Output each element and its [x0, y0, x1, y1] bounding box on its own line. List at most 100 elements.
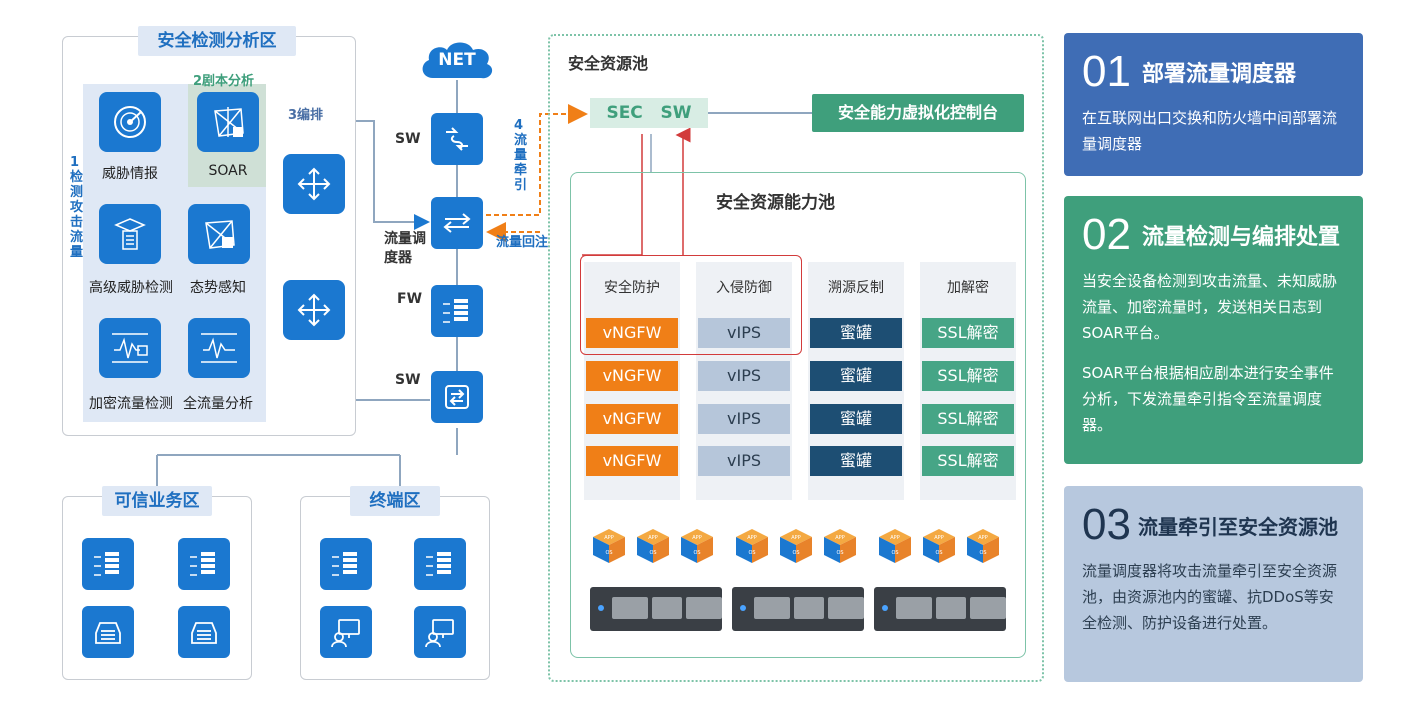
- analysis-zone-title: 安全检测分析区: [138, 26, 296, 56]
- ssl-decrypt-cell[interactable]: SSL解密: [922, 404, 1014, 434]
- step-number: 03: [1082, 500, 1131, 549]
- svg-text:APP: APP: [604, 535, 613, 541]
- physical-server: [590, 587, 722, 631]
- terminal-workstation-icon-2[interactable]: [414, 606, 466, 658]
- vips-cell[interactable]: vIPS: [698, 446, 790, 476]
- svg-text:APP: APP: [934, 535, 943, 541]
- situational-awareness-label: 态势感知: [190, 280, 246, 296]
- sec-sw-label: SEC SW: [606, 103, 692, 123]
- capability-pool-title: 安全资源能力池: [716, 193, 835, 213]
- soar-icon[interactable]: [197, 92, 259, 152]
- svg-text:APP: APP: [648, 535, 657, 541]
- ssl-decrypt-cell[interactable]: SSL解密: [922, 446, 1014, 476]
- vips-cell[interactable]: vIPS: [698, 361, 790, 391]
- svg-text:OS: OS: [693, 550, 700, 556]
- col-head-protection: 安全防护: [604, 280, 660, 296]
- highlight-box: [580, 255, 802, 355]
- honeypot-cell[interactable]: 蜜罐: [810, 361, 902, 391]
- router-icon-bottom[interactable]: [283, 280, 345, 340]
- encrypted-detection-icon[interactable]: [99, 318, 161, 378]
- trusted-zone-title: 可信业务区: [102, 486, 212, 516]
- scheduler-label: 流量调度器: [384, 231, 426, 266]
- situational-awareness-icon[interactable]: [188, 204, 250, 264]
- router-icon-top[interactable]: [283, 154, 345, 214]
- firewall-icon[interactable]: [431, 285, 483, 337]
- resource-pool-zone: [548, 34, 1044, 682]
- encrypted-detection-label: 加密流量检测: [89, 396, 173, 412]
- switch-top-icon[interactable]: [431, 113, 483, 165]
- terminal-workstation-icon-1[interactable]: [320, 606, 372, 658]
- step3-label: 3编排: [288, 108, 324, 123]
- advanced-detection-icon[interactable]: [99, 204, 161, 264]
- threat-intel-label: 威胁情报: [102, 166, 158, 182]
- honeypot-cell[interactable]: 蜜罐: [810, 446, 902, 476]
- svg-text:APP: APP: [791, 535, 800, 541]
- honeypot-cell[interactable]: 蜜罐: [810, 318, 902, 348]
- step-panel-03: 03 流量牵引至安全资源池 流量调度器将攻击流量牵引至安全资源池，由资源池内的蜜…: [1064, 486, 1363, 682]
- svg-text:OS: OS: [979, 550, 986, 556]
- step-description: 当安全设备检测到攻击流量、未知威胁流量、加密流量时，发送相关日志到SOAR平台。: [1082, 272, 1338, 342]
- net-cloud-icon[interactable]: NET: [417, 38, 497, 82]
- vm-cube-icon: APP OS: [733, 527, 771, 565]
- terminal-zone-title: 终端区: [350, 486, 440, 516]
- step-panel-02: 02 流量检测与编排处置 当安全设备检测到攻击流量、未知威胁流量、加密流量时，发…: [1064, 196, 1363, 464]
- step-title: 流量检测与编排处置: [1142, 225, 1341, 250]
- resource-pool-title: 安全资源池: [568, 54, 649, 73]
- svg-text:APP: APP: [835, 535, 844, 541]
- terminal-firewall-icon-1[interactable]: [320, 538, 372, 590]
- svg-text:APP: APP: [747, 535, 756, 541]
- terminal-firewall-icon-2[interactable]: [414, 538, 466, 590]
- svg-text:OS: OS: [935, 550, 942, 556]
- playbook-label: 2剧本分析: [193, 74, 255, 89]
- trusted-firewall-icon-1[interactable]: [82, 538, 134, 590]
- svg-text:OS: OS: [649, 550, 656, 556]
- trusted-firewall-icon-2[interactable]: [178, 538, 230, 590]
- fw-label: FW: [397, 291, 423, 307]
- sw-top-label: SW: [395, 131, 421, 147]
- step-title: 流量牵引至安全资源池: [1138, 514, 1339, 539]
- step1-label: 1检测攻击流量: [70, 155, 84, 260]
- vngfw-cell[interactable]: vNGFW: [586, 361, 678, 391]
- col-head-trace: 溯源反制: [828, 280, 884, 296]
- step-number: 02: [1082, 210, 1131, 259]
- switch-bottom-icon[interactable]: [431, 371, 483, 423]
- step-title: 部署流量调度器: [1142, 62, 1297, 87]
- step-description-2: SOAR平台根据相应剧本进行安全事件分析，下发流量牵引指令至流量调度器。: [1082, 364, 1334, 434]
- vngfw-cell[interactable]: vNGFW: [586, 318, 678, 348]
- trusted-server-icon-1[interactable]: [82, 606, 134, 658]
- full-traffic-analysis-label: 全流量分析: [183, 396, 253, 412]
- physical-server: [732, 587, 864, 631]
- svg-text:OS: OS: [748, 550, 755, 556]
- soar-label: SOAR: [208, 163, 248, 179]
- svg-text:OS: OS: [836, 550, 843, 556]
- ssl-decrypt-cell[interactable]: SSL解密: [922, 318, 1014, 348]
- svg-text:APP: APP: [978, 535, 987, 541]
- return-label: 流量回注: [496, 235, 549, 250]
- vips-cell[interactable]: vIPS: [698, 404, 790, 434]
- vm-cube-icon: APP OS: [634, 527, 672, 565]
- capability-pool-zone: [570, 172, 1026, 658]
- threat-intel-icon[interactable]: [99, 92, 161, 152]
- physical-server: [874, 587, 1006, 631]
- vm-cube-icon: APP OS: [964, 527, 1002, 565]
- sw-bottom-label: SW: [395, 372, 421, 388]
- vips-cell[interactable]: vIPS: [698, 318, 790, 348]
- svg-text:APP: APP: [890, 535, 899, 541]
- vngfw-cell[interactable]: vNGFW: [586, 404, 678, 434]
- svg-text:OS: OS: [792, 550, 799, 556]
- step-panel-01: 01 部署流量调度器 在互联网出口交换和防火墙中间部署流量调度器: [1064, 33, 1363, 176]
- virtualization-controller-button[interactable]: 安全能力虚拟化控制台: [812, 94, 1024, 132]
- col-head-ips: 入侵防御: [716, 280, 772, 296]
- ssl-decrypt-cell[interactable]: SSL解密: [922, 361, 1014, 391]
- full-traffic-analysis-icon[interactable]: [188, 318, 250, 378]
- step-description: 在互联网出口交换和防火墙中间部署流量调度器: [1082, 109, 1338, 153]
- traffic-scheduler-icon[interactable]: [431, 197, 483, 249]
- col-head-crypto: 加解密: [947, 280, 989, 296]
- vngfw-cell[interactable]: vNGFW: [586, 446, 678, 476]
- sec-sw-box[interactable]: SEC SW: [590, 98, 708, 128]
- trusted-server-icon-2[interactable]: [178, 606, 230, 658]
- honeypot-cell[interactable]: 蜜罐: [810, 404, 902, 434]
